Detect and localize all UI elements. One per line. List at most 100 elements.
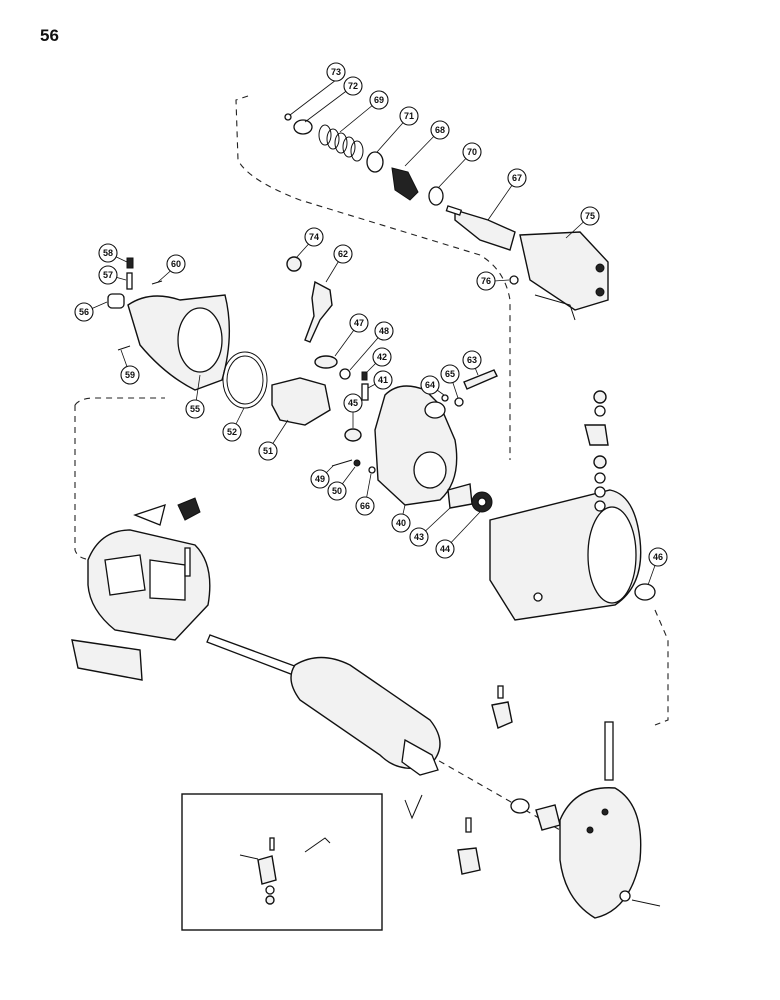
callout-45-label: 45 [348,398,358,408]
inset-washer [265,885,275,895]
screw-59 [117,345,131,351]
gasket-52 [222,351,268,409]
callout-69: 69 [369,90,389,110]
callout-41: 41 [373,370,393,390]
end-frame-bolt [631,899,661,907]
washer-50 [353,459,361,467]
armature-axis-line [419,749,561,831]
callout-50-label: 50 [332,486,342,496]
callout-49: 49 [310,469,330,489]
callout-52-label: 52 [227,427,237,437]
callout-60: 60 [166,254,186,274]
inset-bracket [257,855,277,885]
drive-group [222,351,498,513]
callout-47: 47 [349,313,369,333]
callout-46: 46 [648,547,668,567]
callout-48-label: 48 [379,326,389,336]
solenoid-terminal-a [595,263,605,273]
callout-51: 51 [258,441,278,461]
inset-frame [181,793,383,931]
inset-bolt [239,854,259,860]
frame-open-end [587,506,637,604]
shift-lever-62 [304,280,333,343]
callout-56-label: 56 [79,307,89,317]
callout-50: 50 [327,481,347,501]
end-frame-washer [510,798,530,814]
field-coil-window-2 [149,559,186,601]
end-frame-washer-2 [619,890,631,902]
ring-48 [339,368,351,380]
armature-group [206,634,441,776]
page-number: 56 [40,26,59,45]
callout-76: 76 [476,271,496,291]
drive-group-outline-2 [74,397,165,406]
callout-55-label: 55 [190,404,200,414]
callout-49-label: 49 [315,474,325,484]
callout-68: 68 [430,120,450,140]
callout-43: 43 [409,527,429,547]
gasket-52-inner [226,355,264,405]
callout-75: 75 [580,206,600,226]
field-stud [184,547,191,577]
solenoid-terminal-b [595,287,605,297]
field-coil [87,529,211,641]
inset-clip [304,837,331,853]
callout-48: 48 [374,321,394,341]
spring-69-coil-2 [326,128,340,150]
washer-45 [344,428,362,442]
end-frame-group [404,685,661,919]
end-frame-hole-2 [586,826,594,834]
end-frame-pin [604,721,614,781]
dowel-57 [126,272,133,290]
screw-66 [368,466,376,474]
brush-holder-top [491,701,513,729]
screw-49 [331,459,353,467]
callout-71: 71 [399,106,419,126]
callout-74-label: 74 [309,232,319,242]
callout-51-label: 51 [263,446,273,456]
callout-62-label: 62 [338,249,348,259]
callout-63: 63 [462,350,482,370]
stack-washer-2 [594,472,606,484]
end-frame [559,787,642,919]
callout-72-label: 72 [348,81,358,91]
callout-52: 52 [222,422,242,442]
callout-64-label: 64 [425,380,435,390]
callout-65-label: 65 [445,369,455,379]
frame-screw [533,592,543,602]
drive-housing-group [107,257,231,391]
stack-nut-2 [593,455,607,469]
field-screw [177,497,201,521]
spring-69-coil-5 [350,140,364,162]
plunger-67 [454,209,516,251]
callout-59: 59 [120,365,140,385]
inset-screw [269,837,275,851]
callout-57-label: 57 [103,270,113,280]
callout-72: 72 [343,76,363,96]
callout-73: 73 [326,62,346,82]
callout-67-label: 67 [512,173,522,183]
pin-41 [361,383,369,401]
nut-74 [286,256,302,272]
stack-washer-4 [594,500,606,512]
callout-40-label: 40 [396,518,406,528]
callout-57: 57 [98,265,118,285]
ring-65 [454,397,464,407]
callout-67: 67 [507,168,527,188]
callout-74: 74 [304,227,324,247]
brush-holder-screw-top [497,685,504,699]
spring-69-coil-1 [318,124,332,146]
stack-washer-1 [594,405,606,417]
solenoid-75 [519,231,609,311]
brush-holder-screw-bottom [465,817,472,833]
callout-45: 45 [343,393,363,413]
bushing-56 [107,293,125,309]
v-clip [404,794,423,820]
callout-58: 58 [98,243,118,263]
callout-71-label: 71 [404,111,414,121]
plunger-spring-group [284,113,609,321]
washer-72 [293,119,313,135]
screw-76 [509,275,519,285]
callout-70: 70 [462,142,482,162]
